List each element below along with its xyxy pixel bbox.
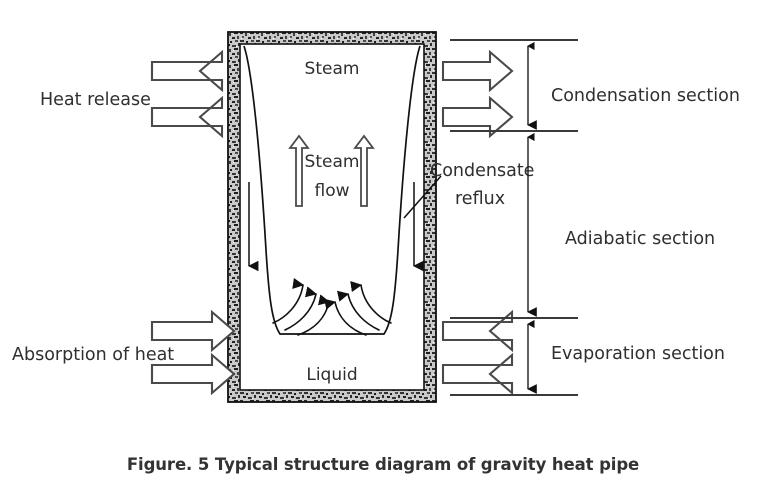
condensate-film-profile [243, 45, 421, 335]
pipe-inner-cavity [239, 43, 425, 391]
condensation-arrow-top [441, 49, 514, 93]
steam-flow-arrow-right [353, 134, 375, 207]
label-liquid: Liquid [306, 365, 357, 385]
heat-release-arrow-bottom [150, 95, 224, 139]
condensation-arrow-bottom [441, 95, 514, 139]
liquid-film-boundary [243, 45, 421, 335]
absorption-of-heat-arrows [150, 309, 236, 396]
steam-flow-arrow-left [288, 134, 310, 207]
evaporation-arrow-top [441, 309, 514, 353]
evaporation-section-arrows [441, 309, 514, 396]
label-condensate-reflux-line2: reflux [455, 189, 505, 209]
bubble-arrow-l1 [272, 277, 305, 324]
label-condensation-section: Condensation section [551, 86, 740, 106]
evaporation-arrow-bottom [441, 352, 514, 396]
heat-release-arrows [150, 49, 224, 139]
bubble-arrow-r1 [350, 280, 392, 324]
steam-flow-arrows [288, 134, 375, 207]
label-condensate-reflux-line1: Condensate [430, 161, 534, 181]
condensate-reflux-arrows [247, 182, 424, 272]
label-heat-release: Heat release [40, 90, 151, 110]
bubble-arrow-l2 [284, 286, 318, 331]
label-steam: Steam [305, 59, 360, 79]
absorption-arrow-top [150, 309, 236, 353]
figure-caption: Figure. 5 Typical structure diagram of g… [126, 455, 640, 474]
label-adiabatic-section: Adiabatic section [565, 229, 715, 249]
label-steam-flow-line2: flow [314, 181, 349, 201]
condensate-reflux-callout: Condensate reflux [403, 161, 534, 219]
bubble-arrow-r3 [323, 298, 367, 336]
label-steam-flow-line1: Steam [305, 152, 360, 172]
absorption-arrow-bottom [150, 352, 236, 396]
heat-release-arrow-top [150, 49, 224, 93]
condensation-section-arrows [441, 49, 514, 139]
pipe-body [227, 31, 437, 403]
dimension-lines [450, 39, 578, 396]
label-absorption-of-heat: Absorption of heat [12, 345, 174, 365]
bubble-arrow-r2 [336, 290, 380, 331]
label-evaporation-section: Evaporation section [551, 344, 725, 364]
boiling-bubble-arrows [272, 277, 392, 336]
condensate-reflux-leader-line [403, 175, 442, 219]
